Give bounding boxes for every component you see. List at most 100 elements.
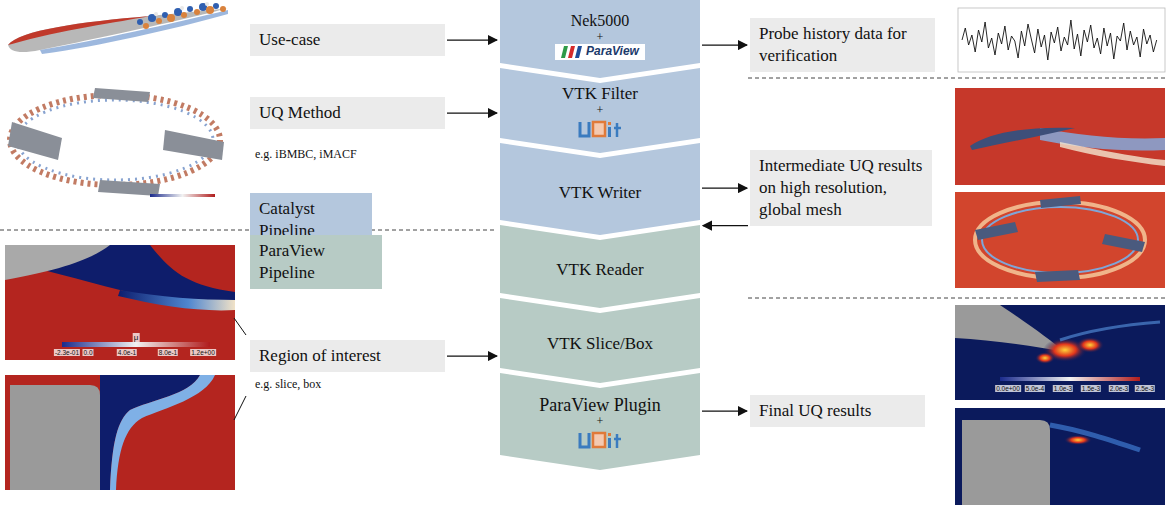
bar [575, 46, 582, 58]
label-box: Probe history data for verification [750, 18, 935, 72]
pipeline-stage: Nek5000+ParaView [500, 0, 700, 78]
pipeline-stage: VTK Filter+ [500, 68, 700, 153]
illustration-part [5, 245, 110, 280]
illustration-part [137, 19, 143, 25]
illustration-part [1035, 270, 1080, 282]
colorbar-tick: 0.0 [82, 349, 93, 356]
colorbar-tick: 2.0e-3 [1109, 385, 1129, 392]
pipeline-stage: VTK Writer [500, 143, 700, 235]
box-text: Intermediate UQ results on high resoluti… [759, 155, 923, 221]
illustration-part [975, 202, 1145, 278]
pipeline-stage: VTK Reader [500, 225, 700, 308]
illustration-part [163, 130, 224, 160]
illustration-part [5, 375, 235, 490]
probe-history-chart [958, 8, 1165, 72]
stage-title: VTK Writer [559, 183, 642, 203]
mu-field-airfoil [5, 245, 235, 360]
label-box: Final UQ results [750, 395, 925, 427]
illustration-part [8, 122, 62, 160]
stage-content: VTK Filter+ [500, 83, 700, 146]
box-text: Probe history data for verification [759, 23, 926, 67]
intermediate-airfoil-field [955, 88, 1165, 185]
illustration-part [156, 18, 162, 24]
stage-content: VTK Writer [500, 158, 700, 228]
bar [561, 46, 568, 58]
illustration-part [213, 3, 219, 9]
label-box: Intermediate UQ results on high resoluti… [750, 150, 932, 226]
illustration-part [0, 230, 495, 231]
uqit-logo-holder [577, 429, 623, 456]
illustration-part [143, 23, 149, 29]
box-text: UQ Method [259, 102, 436, 124]
illustration-part [194, 9, 200, 15]
illustration-part [955, 305, 1165, 400]
final-cylinder-field [955, 408, 1165, 505]
illustration-part [748, 78, 1165, 79]
chevron-fill [500, 225, 700, 308]
illustration-part [62, 342, 210, 347]
flow-arrow [703, 225, 748, 226]
paraview-logo: ParaView [555, 44, 645, 60]
illustration-part [234, 318, 246, 335]
stage-title: VTK Filter [562, 84, 638, 104]
illustration-part [958, 8, 1165, 72]
illustration-part [8, 8, 228, 52]
label-box: Use-case [250, 24, 445, 56]
illustration-part [220, 6, 226, 12]
plus-sign: + [597, 31, 604, 45]
plus-sign: + [597, 415, 604, 429]
illustration-part [205, 2, 209, 6]
final-airfoil-field [955, 305, 1165, 400]
illustration-part [975, 222, 1018, 240]
illustration-part [180, 6, 184, 10]
logo-q [593, 122, 605, 136]
logo-t [614, 123, 621, 137]
illustration-part [154, 12, 158, 16]
colorbar-tick: 4.0e-1 [117, 349, 137, 356]
illustration-part [234, 396, 246, 420]
label-box: Region of interest [250, 340, 445, 372]
box-text: Region of interest [259, 345, 436, 367]
flow-arrow [447, 112, 497, 113]
logo-dot [608, 433, 611, 436]
illustration-part [1076, 337, 1104, 353]
mu-field-cylinder [5, 375, 235, 490]
pipeline-stage: VTK Slice/Box [500, 298, 700, 383]
illustration-part [1060, 142, 1165, 166]
stage-content: VTK Slice/Box [500, 313, 700, 376]
colorbar-tick: 1.5e-3 [1081, 385, 1101, 392]
chevron-fill [500, 68, 700, 153]
label-box: UQ Method [250, 97, 445, 129]
logo-t [614, 434, 621, 448]
colorbar-tick: 0.0e+00 [995, 385, 1021, 392]
colorbar-tick: 1.0e-3 [1053, 385, 1073, 392]
illustration-part [955, 192, 1165, 288]
airfoil-render [8, 2, 228, 54]
logo-u [580, 122, 589, 136]
flow-arrow [702, 410, 747, 411]
illustration-part [1035, 352, 1055, 364]
illustration-part [955, 408, 1165, 505]
stage-content: Nek5000+ParaView [500, 2, 700, 71]
stage-title: Nek5000 [571, 12, 630, 30]
illustration-part [1050, 425, 1140, 450]
illustration-part [8, 16, 150, 45]
stage-title: ParaView Plugin [539, 395, 660, 416]
illustration-part [167, 14, 175, 22]
box-text: Use-case [259, 29, 436, 51]
illustration-part [5, 245, 235, 360]
illustration-part [110, 375, 215, 490]
colorbar-tick: 1.2e+00 [190, 349, 216, 356]
intermediate-rotor-field [955, 192, 1165, 288]
stage-content: VTK Reader [500, 240, 700, 301]
uqit-logo [577, 431, 623, 451]
colorbar-tick: -2.3e-01 [54, 349, 80, 356]
box-text: Final UQ results [759, 400, 916, 422]
illustration-part [154, 2, 209, 16]
chevron-fill [500, 143, 700, 235]
illustration-part [10, 385, 100, 490]
flow-arrow [447, 39, 497, 40]
flow-arrow [702, 44, 747, 45]
plus-sign: + [597, 104, 604, 118]
